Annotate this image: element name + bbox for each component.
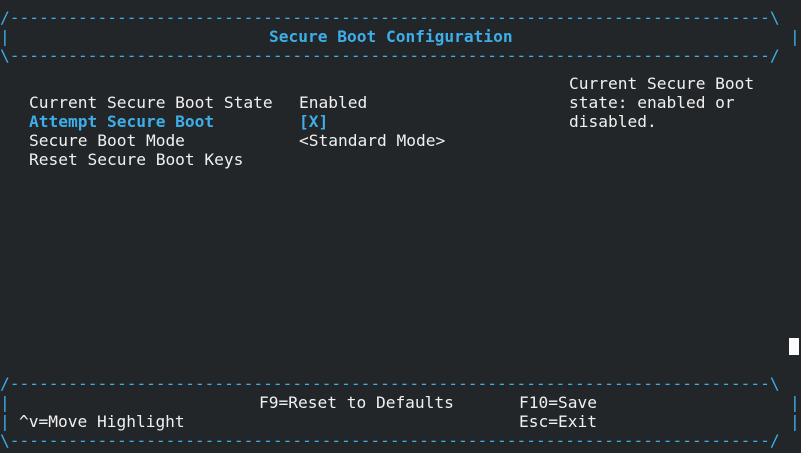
header-border-bottom: \---------------------------------------…	[0, 46, 780, 65]
terminal-cursor	[789, 338, 799, 355]
header-border-top: /---------------------------------------…	[0, 8, 780, 27]
footer-border-bottom: \---------------------------------------…	[0, 431, 780, 450]
hint-save: F10=Save	[519, 393, 597, 412]
hint-exit: Esc=Exit	[519, 412, 597, 431]
hint-move-highlight: ^v=Move Highlight	[19, 412, 185, 431]
footer-border-right: |	[790, 393, 800, 412]
help-line: state: enabled or	[569, 93, 735, 112]
header-border-left: |	[0, 27, 10, 46]
menu-item-label[interactable]: Attempt Secure Boot	[29, 112, 215, 131]
mode-select[interactable]: <Standard Mode>	[299, 131, 446, 150]
menu-item-value: Enabled	[299, 93, 368, 112]
footer-border-left: |	[0, 412, 10, 431]
help-line: Current Secure Boot	[569, 74, 755, 93]
help-line: disabled.	[569, 112, 657, 131]
page-title: Secure Boot Configuration	[269, 27, 513, 46]
footer-border-right: |	[790, 412, 800, 431]
hint-reset-defaults: F9=Reset to Defaults	[259, 393, 454, 412]
checkbox[interactable]: [X]	[299, 112, 329, 131]
menu-item-label: Current Secure Boot State	[29, 93, 273, 112]
footer-border-left: |	[0, 393, 10, 412]
footer-border-top: /---------------------------------------…	[0, 374, 780, 393]
menu-item-label[interactable]: Reset Secure Boot Keys	[29, 150, 244, 169]
header-border-right: |	[790, 27, 800, 46]
menu-item-label[interactable]: Secure Boot Mode	[29, 131, 185, 150]
